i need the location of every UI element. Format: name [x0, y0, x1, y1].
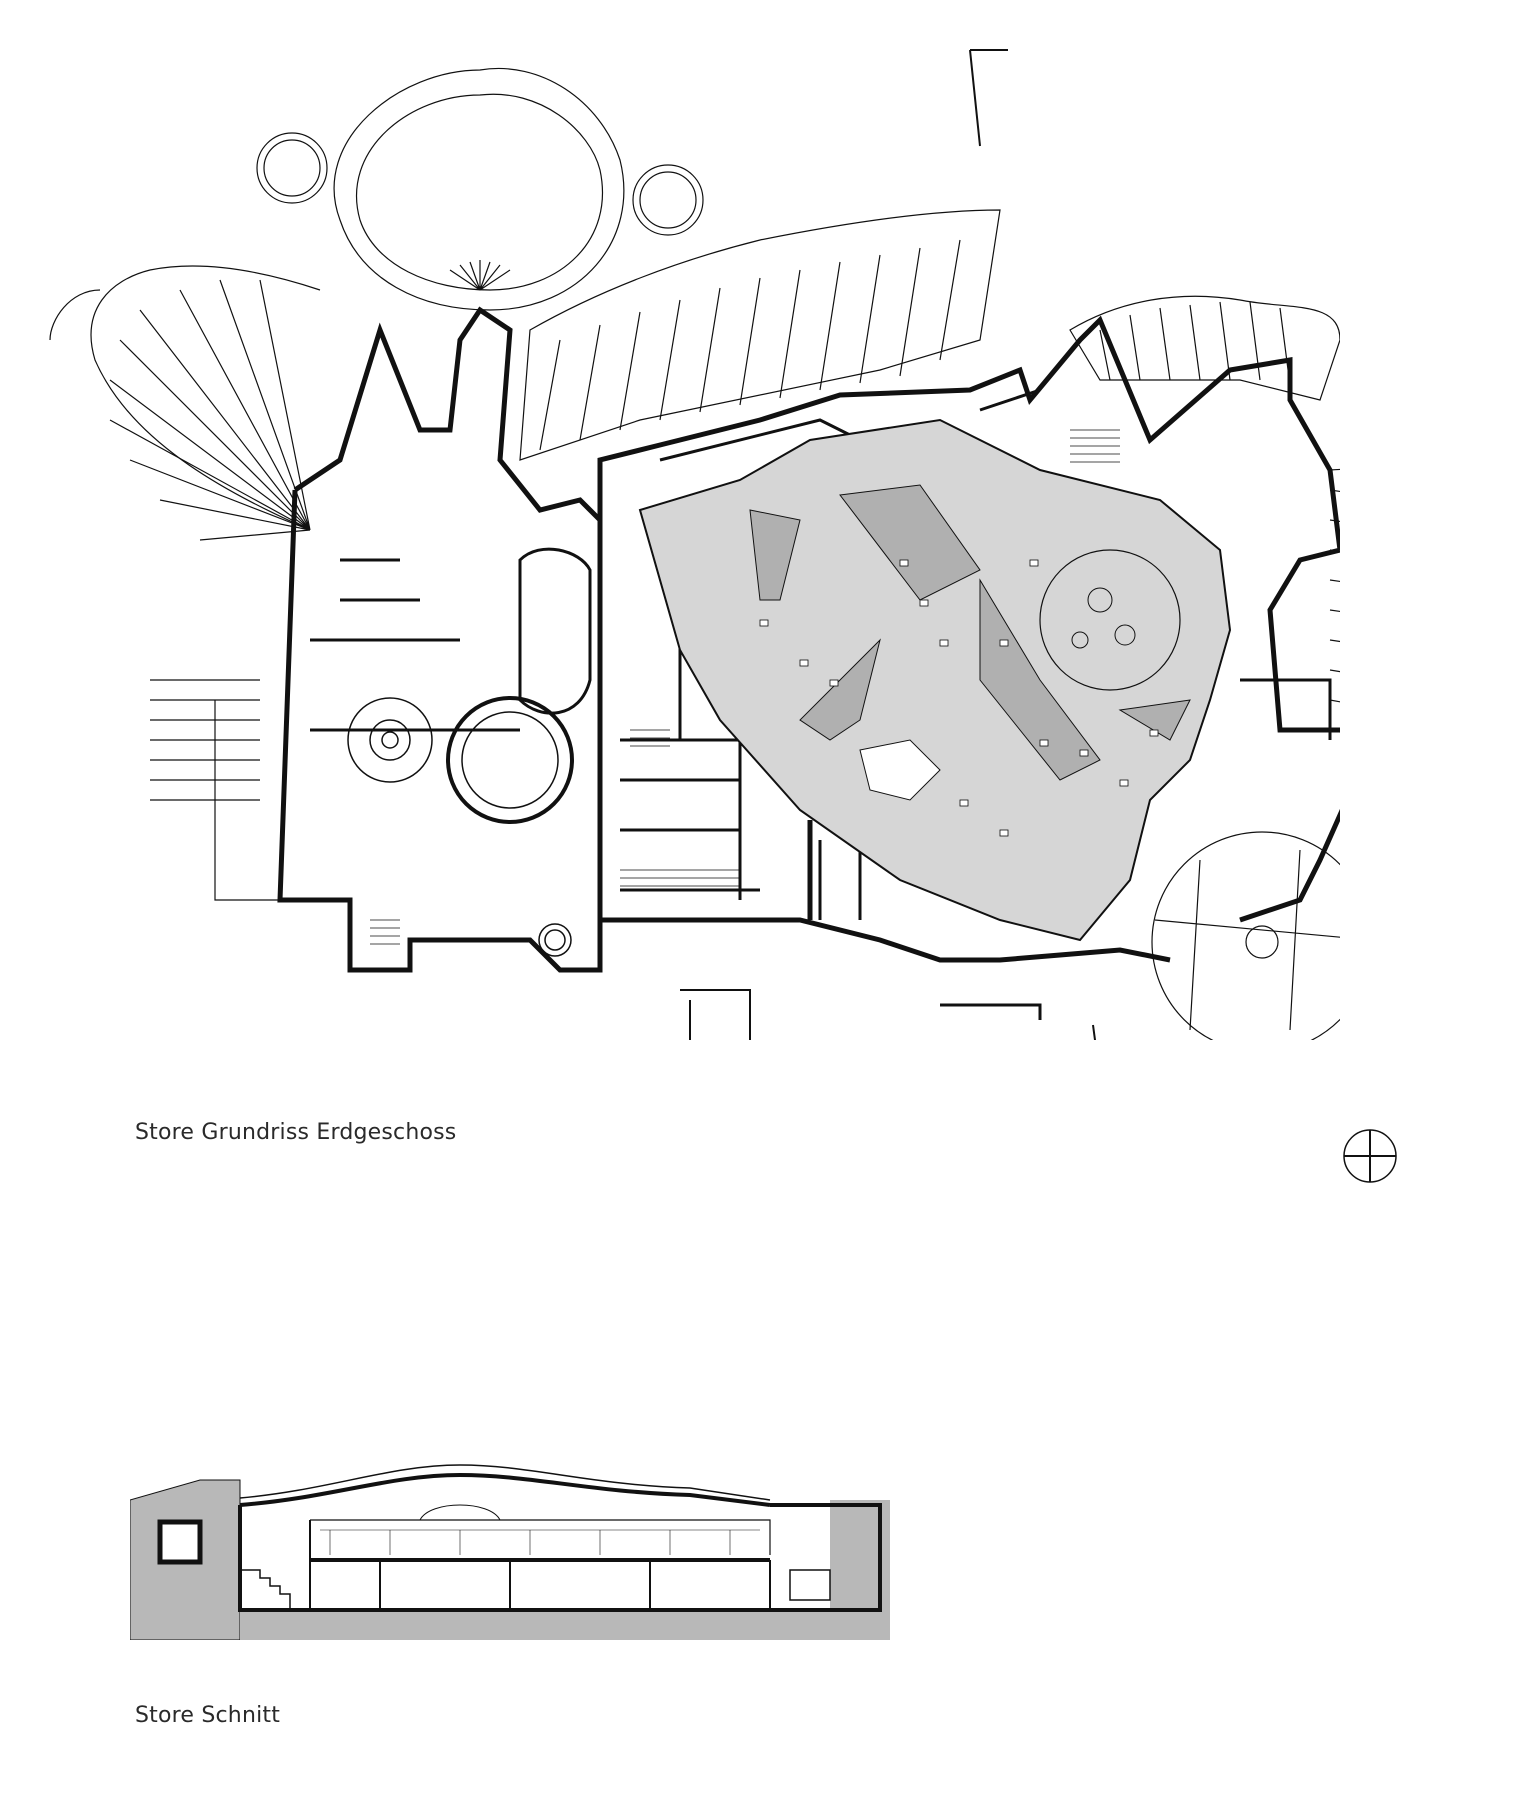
- skylight-dome: [419, 1504, 501, 1521]
- utility-room: [789, 1569, 831, 1601]
- round-court: [1151, 831, 1340, 1040]
- round-courtyard: [256, 67, 704, 311]
- roof-outline: [239, 1464, 771, 1501]
- upper-ramp: [519, 209, 1001, 461]
- shelving-elevation: [320, 1529, 760, 1555]
- shaft-left: [157, 1519, 203, 1565]
- south-entrance: [680, 989, 751, 1040]
- section-marker-bottom: [1092, 1024, 1097, 1040]
- section-columns: [309, 1520, 771, 1610]
- stairs: [370, 429, 1120, 945]
- roof-structure: [239, 1472, 771, 1507]
- right-ramp: [1069, 295, 1340, 401]
- interior-walls: [310, 388, 1332, 920]
- store-fixtures: [759, 559, 1159, 837]
- entrance-canopy: [940, 1003, 1042, 1020]
- building-section: [238, 1503, 882, 1612]
- section-marker-top: [969, 49, 1008, 147]
- section-stair: [240, 1569, 291, 1610]
- ground-bottom: [240, 1590, 890, 1640]
- north-compass-icon: [1342, 1128, 1398, 1184]
- floor-plan-caption: Store Grundriss Erdgeschoss: [135, 1120, 457, 1145]
- left-ramp-lines: [150, 679, 260, 801]
- section-caption: Store Schnitt: [135, 1703, 281, 1728]
- sales-floor: [638, 418, 1232, 942]
- left-circular-rooms: [347, 547, 592, 957]
- section-svg: [130, 1464, 890, 1640]
- ceiling-line: [310, 1519, 771, 1555]
- building-outer-walls: [277, 306, 1340, 973]
- floor-plan-svg: [49, 49, 1340, 1040]
- floor-plan-drawing: [40, 40, 1340, 1040]
- section-drawing: [130, 1460, 890, 1640]
- left-fan-plaza: [49, 265, 321, 541]
